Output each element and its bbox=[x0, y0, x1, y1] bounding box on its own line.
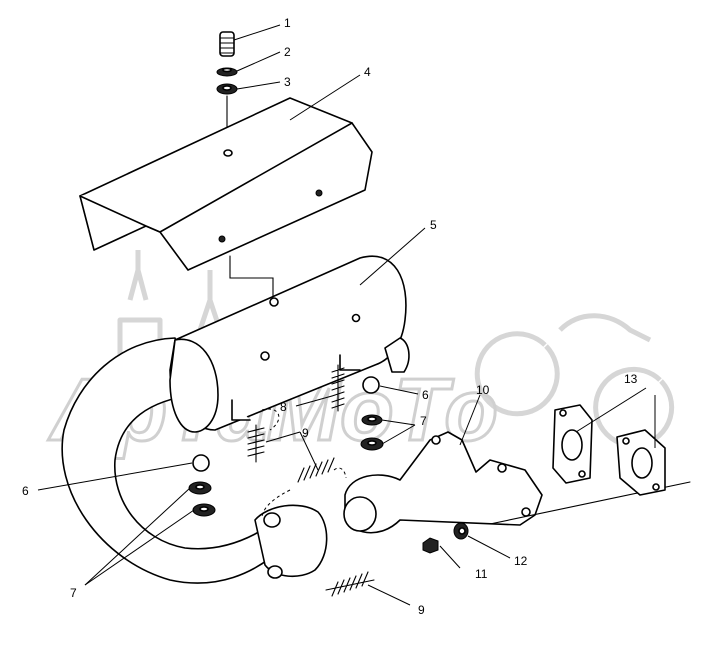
spring-9-upper bbox=[247, 424, 265, 463]
spring-9-lower bbox=[325, 571, 375, 597]
callout-6-lower: 6 bbox=[22, 484, 29, 498]
callout-8: 8 bbox=[280, 400, 287, 414]
muffler bbox=[169, 255, 410, 433]
grommet-lower bbox=[192, 454, 210, 472]
callout-7-upper: 7 bbox=[420, 414, 427, 428]
callout-10: 10 bbox=[476, 383, 490, 397]
nut bbox=[422, 537, 439, 554]
callout-2: 2 bbox=[284, 45, 291, 59]
heat-shield bbox=[79, 97, 373, 299]
grommet-upper bbox=[362, 376, 380, 394]
callout-12: 12 bbox=[514, 554, 528, 568]
callout-3: 3 bbox=[284, 75, 291, 89]
callout-4: 4 bbox=[364, 65, 371, 79]
callout-9-lower: 9 bbox=[418, 603, 425, 617]
callout-13: 13 bbox=[624, 372, 638, 386]
callout-7-lower: 7 bbox=[70, 586, 77, 600]
callout-leaders bbox=[37, 24, 656, 606]
gasket-left bbox=[552, 404, 593, 484]
spring-8 bbox=[331, 364, 345, 412]
callout-11: 11 bbox=[475, 567, 488, 581]
callout-labels: 1 2 3 4 5 6 7 8 9 10 6 7 11 12 13 9 bbox=[22, 16, 638, 617]
callout-5: 5 bbox=[430, 218, 437, 232]
bolt bbox=[219, 31, 235, 57]
callout-1: 1 bbox=[284, 16, 291, 30]
spring-9-middle bbox=[297, 457, 335, 483]
gasket-right bbox=[616, 429, 666, 496]
exhaust-pipe bbox=[61, 337, 328, 584]
callout-6-upper: 6 bbox=[422, 388, 429, 402]
callout-9-upper: 9 bbox=[302, 426, 309, 440]
